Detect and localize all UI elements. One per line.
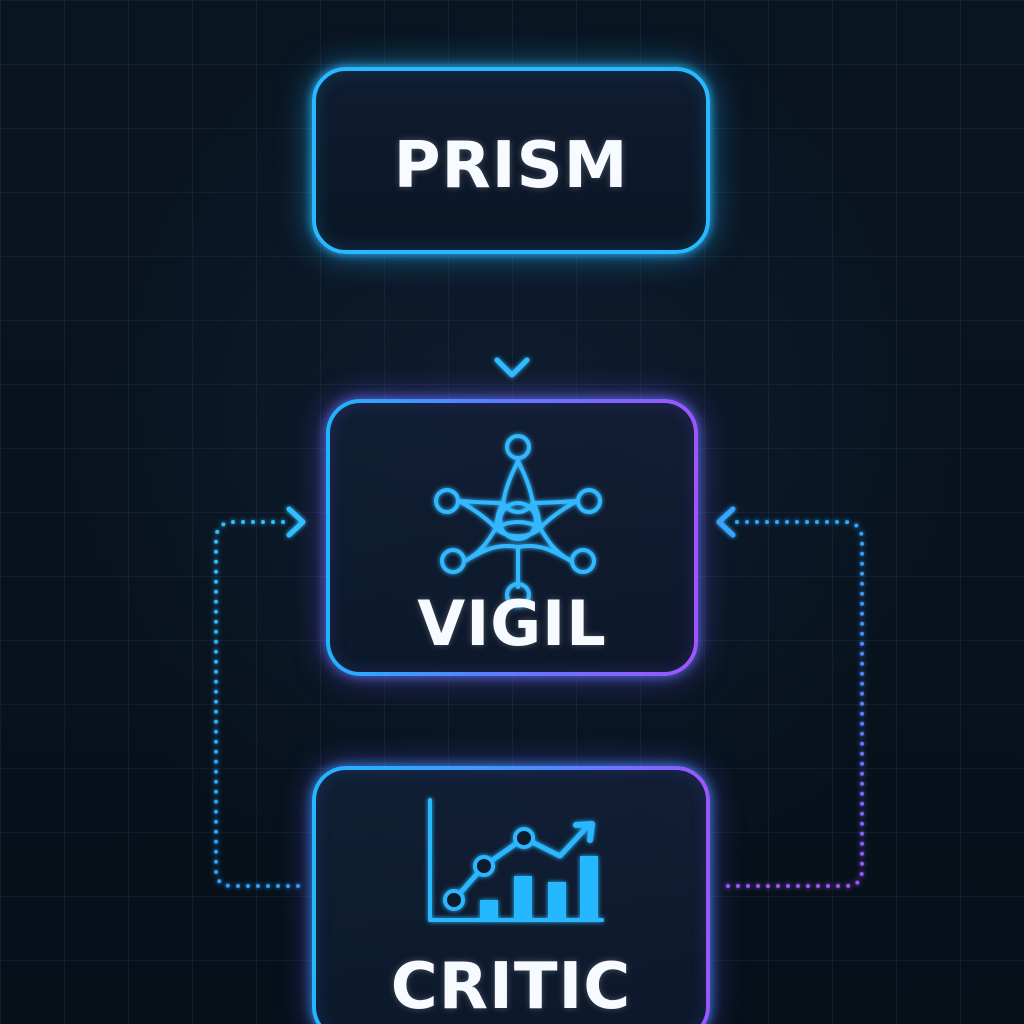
critic-to-vigil-right-connector [726, 520, 864, 888]
vigil-label: VIGIL [417, 587, 607, 660]
critic-to-vigil-left-arrowhead [286, 506, 306, 538]
chart-growth-icon [428, 798, 604, 922]
prism-to-vigil-arrowhead [494, 357, 530, 378]
critic-label: CRITIC [390, 950, 632, 1024]
prism-node[interactable]: PRISM [312, 67, 710, 254]
critic-node[interactable]: CRITIC [312, 766, 710, 1024]
network-icon [434, 434, 602, 608]
vigil-node[interactable]: VIGIL [326, 399, 698, 676]
critic-to-vigil-left-connector [214, 520, 300, 888]
critic-to-vigil-right-arrowhead [716, 506, 736, 538]
prism-label: PRISM [393, 129, 629, 203]
